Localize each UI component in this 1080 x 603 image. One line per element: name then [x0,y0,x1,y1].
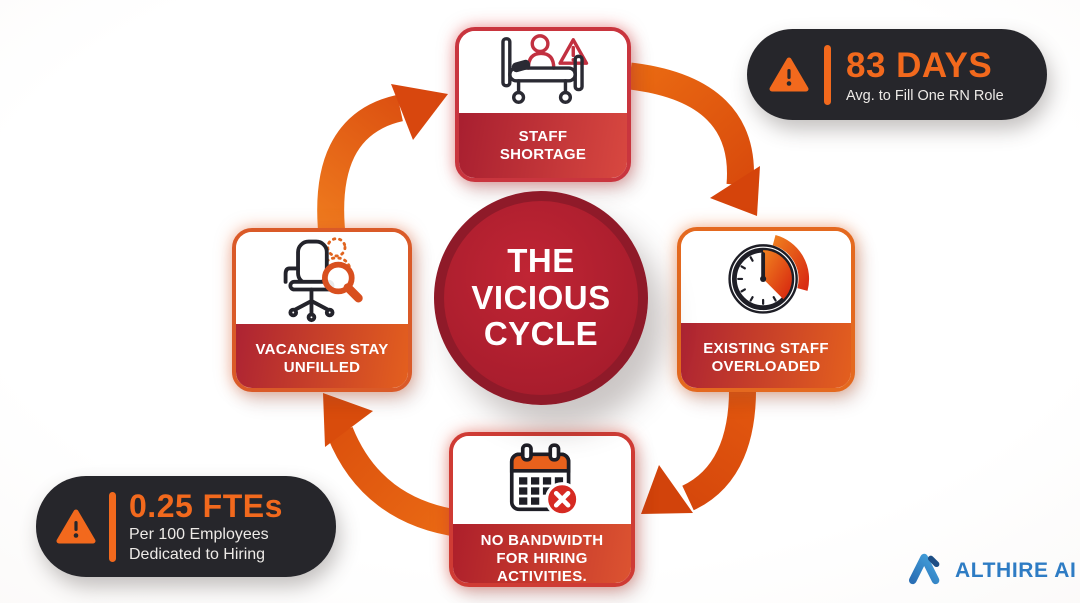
stat-caption: Avg. to Fill One RN Role [846,87,1004,104]
card-label: EXISTING STAFF OVERLOADED [681,323,851,388]
warning-triangle-icon [56,509,96,545]
stat-caption: Per 100 Employees Dedicated to Hiring [129,526,269,563]
cycle-center: THE VICIOUS CYCLE [434,191,648,405]
arrow-bottom-to-left [323,393,465,538]
hospital-bed-patient-warning-icon [459,31,627,113]
brand-logo: ALTHIRE AI [906,549,1077,592]
arrow-right-to-bottom [641,371,757,514]
overloaded-clock-icon [681,231,851,323]
arrow-left-to-top [317,84,448,246]
card-label: NO BANDWIDTH FOR HIRING ACTIVITIES. [453,524,631,583]
brand-name: ALTHIRE AI [955,558,1077,582]
althire-logo-icon [906,549,948,592]
stat-value: 0.25 FTEs [129,488,283,524]
card-no-bandwidth: NO BANDWIDTH FOR HIRING ACTIVITIES. [449,432,635,587]
arrow-top-to-right [628,62,760,216]
badge-divider [824,44,831,105]
stat-badge-025-ftes: 0.25 FTEs Per 100 Employees Dedicated to… [36,476,336,577]
badge-divider [109,491,116,562]
stat-value: 83 DAYS [846,45,993,85]
card-staff-shortage: STAFF SHORTAGE [455,27,631,182]
card-label: VACANCIES STAY UNFILLED [236,324,408,388]
empty-chair-search-icon [236,232,408,324]
card-label: STAFF SHORTAGE [459,113,627,178]
card-vacancies-unfilled: VACANCIES STAY UNFILLED [232,228,412,392]
warning-triangle-icon [769,57,809,93]
card-existing-staff-overloaded: EXISTING STAFF OVERLOADED [677,227,855,392]
calendar-blocked-icon [453,436,631,524]
stat-badge-83-days: 83 DAYS Avg. to Fill One RN Role [747,29,1047,120]
cycle-title: THE VICIOUS CYCLE [471,241,611,353]
